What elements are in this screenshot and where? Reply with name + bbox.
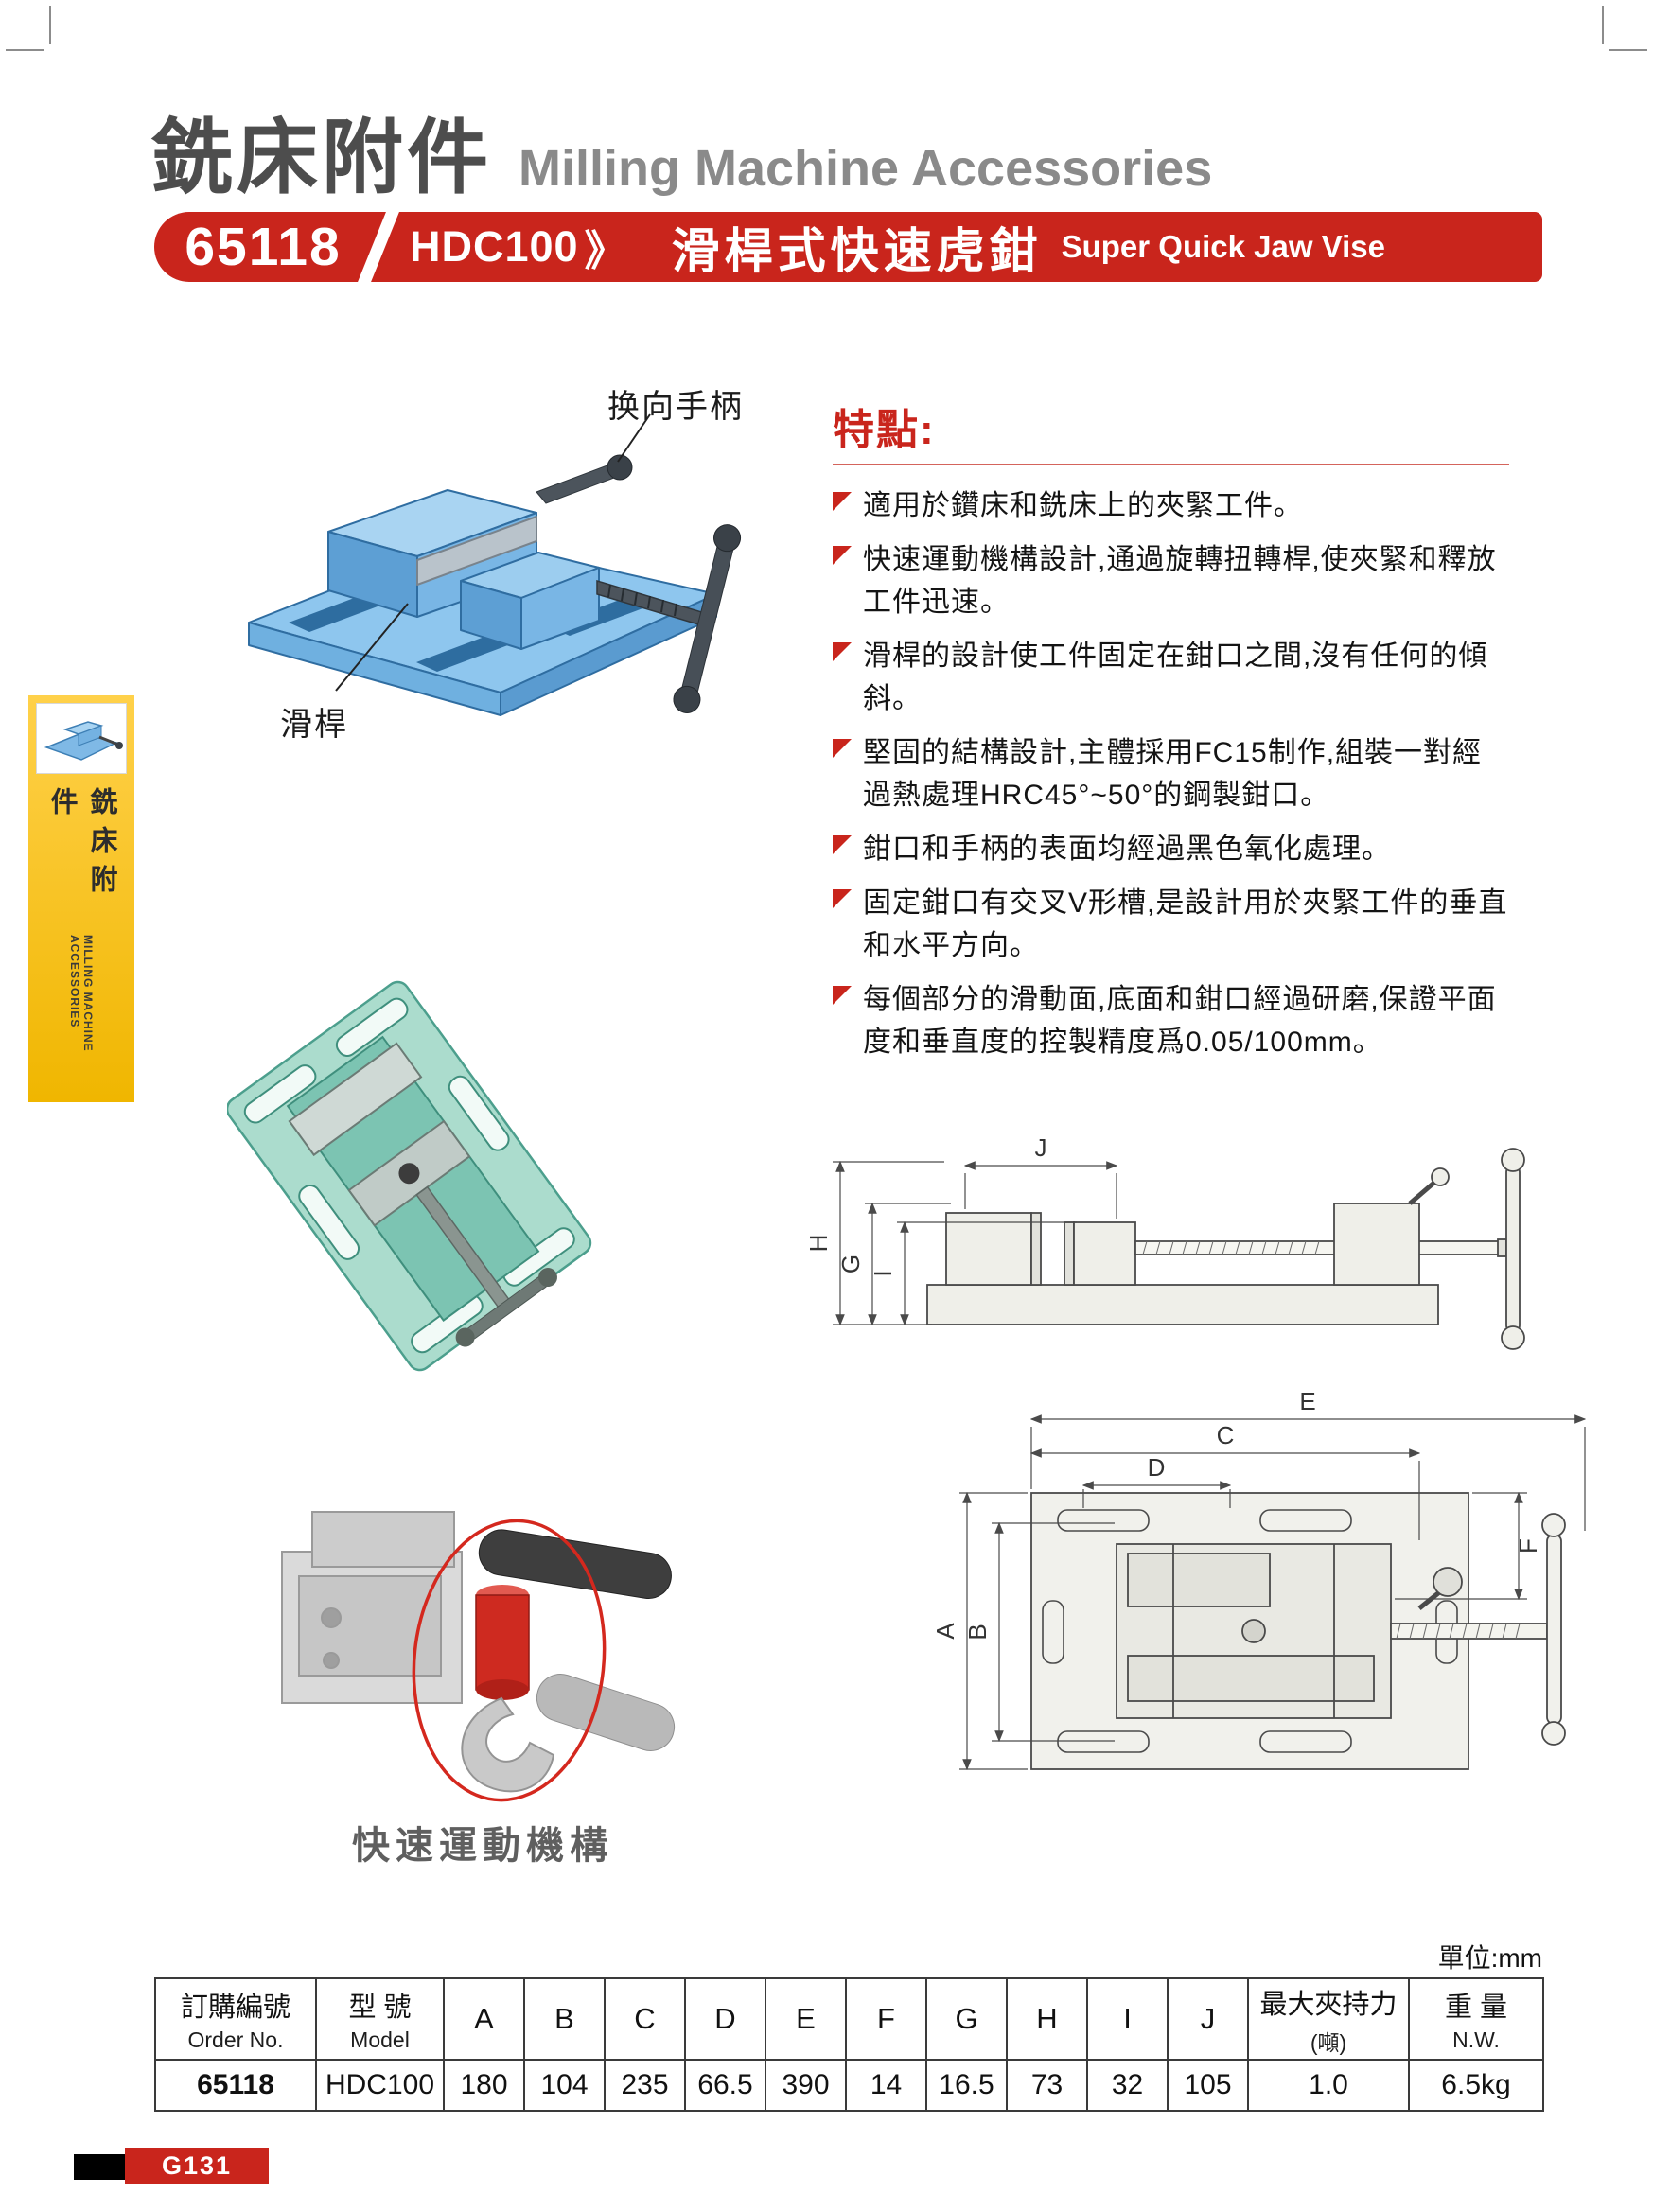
dim-label-f: F	[1514, 1538, 1542, 1554]
section-side-tab: 銑床附件 MILLING MACHINE ACCESSORIES	[28, 695, 134, 1102]
green-vise-illustration	[225, 980, 592, 1372]
page-header: 銑床附件 Milling Machine Accessories	[151, 91, 1212, 209]
dim-label-e: E	[1299, 1387, 1315, 1415]
col-header-dim: D	[684, 1977, 766, 2061]
cell-dim: 32	[1086, 2059, 1169, 2112]
figure-top-view-drawing: E C D F A B	[889, 1381, 1618, 1835]
col-header-dim: G	[925, 1977, 1008, 2061]
order-number: 65118	[185, 217, 342, 277]
feature-item: 鉗口和手柄的表面均經過黑色氧化處理。	[833, 828, 1509, 870]
feature-item: 快速運動機構設計,通過旋轉扭轉桿,使夾緊和釋放工件迅速。	[833, 538, 1509, 623]
callout-slider-label: 滑桿	[280, 707, 348, 743]
mechanism-caption: 快速運動機構	[352, 1825, 613, 1867]
dim-label-b: B	[963, 1624, 992, 1640]
side-tab-label-zh: 銑床附件	[46, 786, 116, 904]
col-header-dim: E	[765, 1977, 847, 2061]
cell-order-no: 65118	[154, 2059, 317, 2112]
features-list: 適用於鑽床和銑床上的夾緊工件。 快速運動機構設計,通過旋轉扭轉桿,使夾緊和釋放工…	[833, 484, 1509, 1063]
annotation-ellipse	[412, 1519, 607, 1802]
bullet-triangle-icon	[833, 986, 852, 1005]
cell-dim: 73	[1006, 2059, 1088, 2112]
col-header-force: 最大夾持力(噸)	[1247, 1977, 1410, 2061]
feature-item: 適用於鑽床和銑床上的夾緊工件。	[833, 484, 1509, 527]
figure-mechanism	[265, 1485, 700, 1817]
dim-label-i: I	[869, 1270, 897, 1276]
crop-mark-tl-h	[6, 49, 44, 51]
col-header-dim: F	[845, 1977, 927, 2061]
bullet-triangle-icon	[833, 492, 852, 511]
table-data-row: 65118 HDC100 180 104 235 66.5 390 14 16.…	[154, 2059, 1544, 2112]
feature-item: 堅固的結構設計,主體採用FC15制作,組裝一對經過熱處理HRC45°~50°的鋼…	[833, 731, 1509, 816]
cell-dim: 235	[604, 2059, 686, 2112]
product-name-en: Super Quick Jaw Vise	[1061, 229, 1385, 264]
bullet-triangle-icon	[833, 835, 852, 854]
chevron-icon: 》	[584, 228, 626, 274]
callout-handle-label: 换向手柄	[607, 389, 744, 425]
crop-mark-tr-v	[1602, 6, 1604, 44]
crop-mark-tl-v	[49, 6, 51, 44]
page-title-zh: 銑床附件	[151, 113, 492, 203]
feature-item: 固定鉗口有交叉V形槽,是設計用於夾緊工件的垂直和水平方向。	[833, 882, 1509, 967]
mechanism-illustration	[281, 1511, 676, 1802]
cell-dim: 14	[845, 2059, 927, 2112]
col-header-dim: H	[1006, 1977, 1088, 2061]
figure-side-view-drawing: J H G I	[804, 1107, 1618, 1381]
crop-mark-tr-h	[1609, 49, 1647, 51]
features-section: 特點: 適用於鑽床和銑床上的夾緊工件。 快速運動機構設計,通過旋轉扭轉桿,使夾緊…	[833, 395, 1509, 1075]
unit-label: 單位:mm	[1437, 1943, 1542, 1973]
dim-label-h: H	[804, 1235, 833, 1253]
product-banner: 65118 HDC100 》 滑桿式快速虎鉗 Super Quick Jaw V…	[154, 212, 1542, 282]
cell-force: 1.0	[1247, 2059, 1410, 2112]
cell-model: HDC100	[315, 2059, 445, 2112]
callout-line-slider	[335, 603, 409, 692]
bullet-triangle-icon	[833, 889, 852, 908]
model-number: HDC100	[410, 222, 579, 271]
vise-screw	[536, 454, 742, 713]
top-view-drawing: E C D F A B	[931, 1387, 1587, 1771]
dim-label-c: C	[1217, 1421, 1235, 1449]
cell-dim: 104	[523, 2059, 606, 2112]
cell-dim: 390	[765, 2059, 847, 2112]
col-header-dim: B	[523, 1977, 606, 2061]
page-title-en: Milling Machine Accessories	[519, 140, 1213, 197]
side-view-drawing: J H G I	[804, 1133, 1525, 1350]
features-heading: 特點:	[833, 407, 936, 453]
col-header-dim: J	[1167, 1977, 1249, 2061]
mini-vise-icon	[44, 721, 123, 762]
figure-green-vise	[225, 974, 606, 1386]
feature-item: 每個部分的滑動面,底面和鉗口經過研磨,保證平面度和垂直度的控製精度爲0.05/1…	[833, 978, 1509, 1063]
features-underline	[833, 464, 1509, 465]
cell-dim: 180	[443, 2059, 525, 2112]
figure-product-photo	[222, 378, 785, 747]
dim-label-g: G	[836, 1255, 865, 1273]
dim-label-a: A	[931, 1623, 959, 1640]
bullet-triangle-icon	[833, 739, 852, 758]
cell-dim: 105	[1167, 2059, 1249, 2112]
cell-weight: 6.5kg	[1408, 2059, 1544, 2112]
dim-label-j: J	[1035, 1133, 1047, 1162]
cell-dim: 66.5	[684, 2059, 766, 2112]
col-header-dim: I	[1086, 1977, 1169, 2061]
cell-dim: 16.5	[925, 2059, 1008, 2112]
side-tab-label-en: MILLING MACHINE ACCESSORIES	[68, 934, 95, 1052]
col-header-dim: A	[443, 1977, 525, 2061]
product-name-zh: 滑桿式快速虎鉗	[671, 224, 1043, 278]
page-number-badge: G131	[125, 2148, 269, 2184]
side-tab-thumbnail	[36, 703, 127, 774]
bullet-triangle-icon	[833, 546, 852, 565]
bullet-triangle-icon	[833, 642, 852, 661]
blue-vise-illustration	[248, 413, 742, 716]
callout-line-handle	[617, 413, 651, 463]
col-header-dim: C	[604, 1977, 686, 2061]
feature-item: 滑桿的設計使工件固定在鉗口之間,沒有任何的傾斜。	[833, 635, 1509, 720]
dim-label-d: D	[1148, 1453, 1166, 1482]
